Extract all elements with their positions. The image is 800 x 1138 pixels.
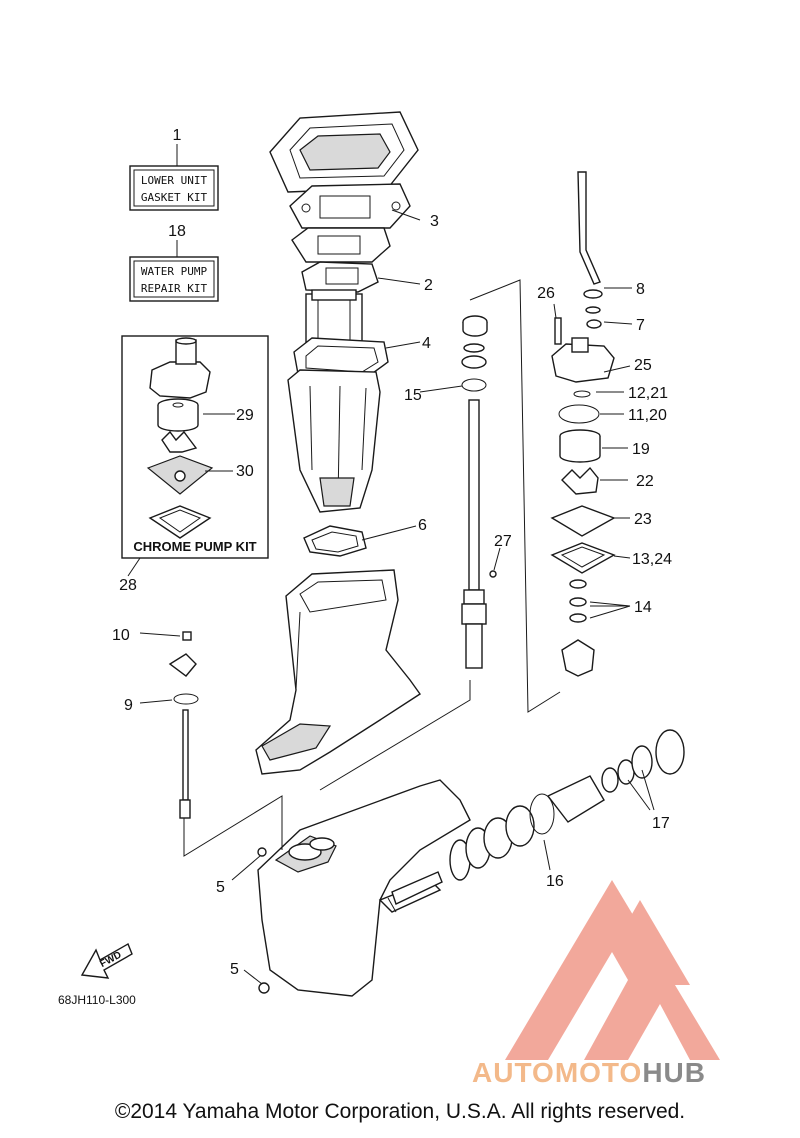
callout-19: 19 bbox=[632, 441, 650, 458]
lower-case-part bbox=[257, 779, 471, 997]
brand-part-2: HUB bbox=[642, 1057, 706, 1088]
callout-6: 6 bbox=[418, 517, 427, 534]
copyright-text: ©2014 Yamaha Motor Corporation, U.S.A. A… bbox=[114, 1100, 686, 1123]
chrome-pump-kit-box: CHROME PUMP KIT bbox=[121, 335, 269, 559]
impeller-part bbox=[561, 466, 599, 495]
callout-18: 18 bbox=[168, 223, 186, 240]
bolt-5-lower-part bbox=[258, 982, 270, 994]
seal-ring-parts bbox=[449, 729, 685, 881]
bearings-14-part bbox=[569, 579, 587, 623]
plate-part bbox=[291, 227, 391, 263]
drive-shaft-part bbox=[461, 315, 497, 669]
callout-23: 23 bbox=[634, 511, 652, 528]
callout-25: 25 bbox=[634, 357, 652, 374]
callout-15: 15 bbox=[404, 387, 422, 404]
callout-9: 9 bbox=[124, 697, 133, 714]
callout-11-20: 11,20 bbox=[628, 407, 667, 424]
svg-text:REPAIR KIT: REPAIR KIT bbox=[141, 282, 208, 295]
upper-case-part bbox=[255, 569, 421, 775]
outer-plate-part bbox=[550, 505, 616, 537]
callout-17: 17 bbox=[652, 815, 670, 832]
shift-rod-part bbox=[168, 631, 199, 819]
svg-text:LOWER UNIT: LOWER UNIT bbox=[141, 174, 208, 187]
callout-28: 28 bbox=[119, 577, 137, 594]
gasket-3-part bbox=[289, 183, 411, 229]
callout-12-21: 12,21 bbox=[628, 385, 668, 402]
callout-1: 1 bbox=[173, 127, 182, 144]
callout-3: 3 bbox=[430, 213, 439, 230]
pump-housing-part bbox=[551, 317, 615, 424]
propeller-shaft-part bbox=[391, 871, 443, 905]
water-pump-repair-kit-box: WATER PUMP REPAIR KIT bbox=[129, 256, 219, 302]
svg-text:WATER PUMP: WATER PUMP bbox=[141, 265, 208, 278]
callout-4: 4 bbox=[422, 335, 431, 352]
callout-27: 27 bbox=[494, 533, 512, 550]
bearing-housing-part bbox=[561, 639, 595, 677]
forward-arrow-icon: FWD bbox=[80, 942, 133, 979]
callout-5-lower: 5 bbox=[230, 961, 239, 978]
callout-10: 10 bbox=[112, 627, 130, 644]
callout-8: 8 bbox=[636, 281, 645, 298]
callout-7: 7 bbox=[636, 317, 645, 334]
svg-text:CHROME PUMP KIT: CHROME PUMP KIT bbox=[133, 539, 256, 554]
callout-16: 16 bbox=[546, 873, 564, 890]
callout-30: 30 bbox=[236, 463, 254, 480]
seal-6-part bbox=[303, 525, 367, 557]
upper-casing-part bbox=[269, 111, 419, 193]
callout-26: 26 bbox=[537, 285, 555, 302]
callout-5-upper: 5 bbox=[216, 879, 225, 896]
callout-14: 14 bbox=[634, 599, 652, 616]
callout-13-24: 13,24 bbox=[632, 551, 672, 568]
lower-unit-gasket-kit-box: LOWER UNIT GASKET KIT bbox=[129, 165, 219, 211]
diagram-code: 68JH110-L300 bbox=[58, 993, 136, 1007]
bolt-5-upper-part bbox=[257, 847, 267, 857]
brand-wordmark: AUTOMOTOHUB bbox=[472, 1057, 706, 1089]
gasket-2-part bbox=[301, 261, 379, 293]
gasket-13-24-part bbox=[550, 542, 616, 574]
exhaust-casing-part bbox=[287, 369, 381, 513]
water-tube-part bbox=[577, 171, 603, 329]
callout-2: 2 bbox=[424, 277, 433, 294]
callout-29: 29 bbox=[236, 407, 254, 424]
automotohub-logo-icon bbox=[505, 880, 720, 1060]
insert-cartridge-part bbox=[559, 429, 601, 463]
svg-text:GASKET KIT: GASKET KIT bbox=[141, 191, 208, 204]
brand-part-1: AUTOMOTO bbox=[472, 1057, 643, 1088]
callout-22: 22 bbox=[636, 473, 654, 490]
svg-text:FWD: FWD bbox=[98, 950, 123, 970]
